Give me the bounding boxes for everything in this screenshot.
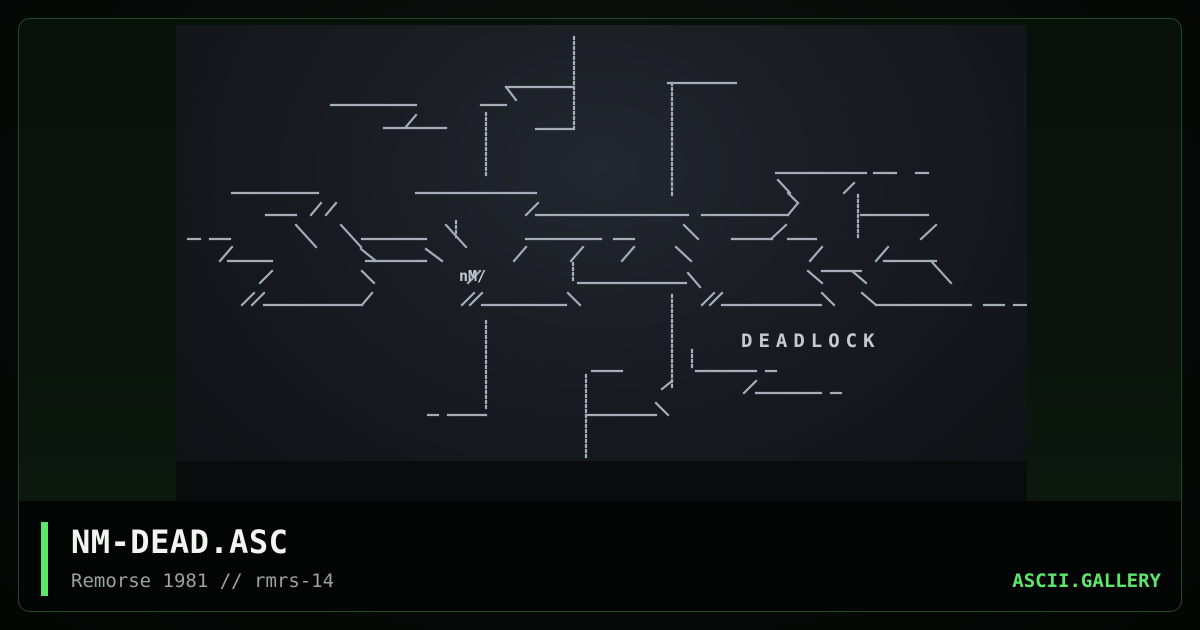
ascii-artwork-panel: nM/ DEADLOCK (176, 25, 1027, 501)
artwork-title: NM-DEAD.ASC (71, 523, 289, 561)
caption-bar: NM-DEAD.ASC Remorse 1981 // rmrs-14 ASCI… (19, 501, 1181, 611)
site-brand[interactable]: ASCII.GALLERY (1012, 570, 1161, 592)
card-frame: nM/ DEADLOCK NM-DEAD.ASC Remorse 1981 //… (18, 18, 1182, 612)
artwork-credit: Remorse 1981 // rmrs-14 (71, 570, 335, 592)
ascii-artwork (186, 35, 1027, 459)
accent-bar (41, 522, 48, 596)
artwork-tag: nM/ (459, 267, 486, 285)
ascii-artwork-text: nM/ DEADLOCK (459, 267, 881, 352)
artwork-label: DEADLOCK (741, 330, 881, 352)
artwork-bottom-band (176, 461, 1027, 501)
